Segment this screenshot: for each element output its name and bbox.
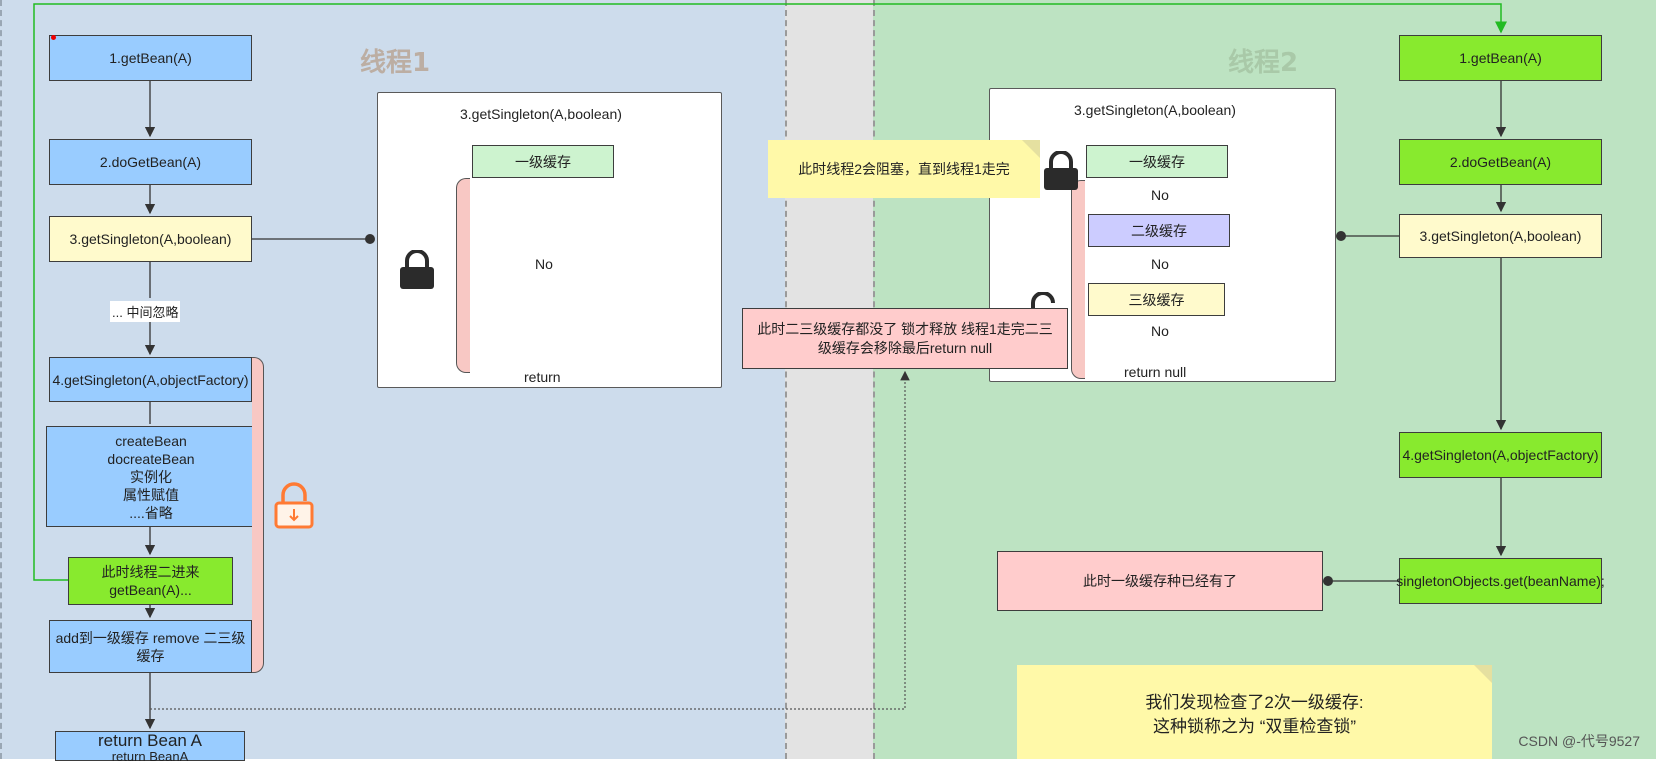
blocked-note-fold (1022, 140, 1040, 158)
create-bean-line: 实例化 (130, 468, 172, 485)
already-note: 此时一级缓存种已经有了 (997, 551, 1323, 611)
create-bean-line: 属性赋值 (123, 486, 179, 503)
summary-line-2: 这种锁称之为 “双重检查锁” (1152, 717, 1357, 736)
t1-get-singleton-factory-box[interactable]: 4.getSingleton(A,objectFactory) (49, 357, 252, 402)
lane-gap (785, 0, 873, 759)
panel2-level2-cache[interactable]: 二级缓存 (1088, 214, 1230, 247)
summary-line-1: 我们发现检查了2次一级缓存: (1145, 693, 1364, 712)
create-bean-line: createBean (115, 432, 187, 449)
t2-do-get-bean-box[interactable]: 2.doGetBean(A) (1399, 139, 1602, 185)
t1-add-cache-box[interactable]: add到一级缓存 remove 二三级缓存 (49, 620, 252, 673)
panel2-return-null-label: return null (1124, 364, 1187, 380)
release-note: 此时二三级缓存都没了 锁才释放 线程1走完二三级缓存会移除最后return nu… (742, 308, 1068, 369)
panel2-no3-label: No (1151, 323, 1169, 339)
thread2-title: 线程2 (1228, 48, 1299, 78)
t1-get-bean-box[interactable]: 1.getBean(A) (49, 35, 252, 81)
thread1-title: 线程1 (360, 48, 431, 78)
panel2-level3-cache[interactable]: 三级缓存 (1088, 283, 1225, 316)
t1-get-singleton-bool-box[interactable]: 3.getSingleton(A,boolean) (49, 216, 252, 262)
t1-lock-brace (252, 357, 264, 673)
panel2-no2-label: No (1151, 256, 1169, 272)
summary-note-fold (1474, 665, 1492, 683)
t1-do-get-bean-box[interactable]: 2.doGetBean(A) (49, 139, 252, 185)
panel2-level1-cache[interactable]: 一级缓存 (1086, 145, 1228, 178)
unlock-icon (274, 482, 314, 529)
panel1-level1-cache[interactable]: 一级缓存 (472, 145, 614, 178)
watermark: CSDN @-代号9527 (1518, 733, 1640, 749)
blocked-note: 此时线程2会阻塞，直到线程1走完 (768, 140, 1040, 198)
t2-get-singleton-bool-box[interactable]: 3.getSingleton(A,boolean) (1399, 214, 1602, 258)
panel1 (377, 92, 722, 388)
summary-note: 我们发现检查了2次一级缓存: 这种锁称之为 “双重检查锁” (1017, 665, 1492, 759)
return-bean-sub: return BeanA (111, 749, 189, 764)
t2-get-bean-box[interactable]: 1.getBean(A) (1399, 35, 1602, 81)
create-bean-line: docreateBean (107, 450, 195, 467)
t2-singleton-objects-box[interactable]: singletonObjects.get(beanName); (1396, 558, 1605, 604)
lock-icon (1044, 151, 1078, 190)
panel1-brace (456, 178, 470, 373)
t2-get-singleton-factory-box[interactable]: 4.getSingleton(A,objectFactory) (1399, 432, 1602, 478)
lane-divider-left (785, 0, 787, 759)
panel2-title: 3.getSingleton(A,boolean) (1074, 102, 1236, 118)
lane-divider-right (873, 0, 875, 759)
panel2-brace (1071, 180, 1085, 379)
t1-ignored-label: ... 中间忽略 (110, 301, 181, 322)
t1-create-bean-box[interactable]: createBean docreateBean 实例化 属性赋值 ....省略 (46, 426, 256, 527)
lock-icon (400, 250, 434, 289)
return-bean-title: return Bean A (98, 731, 202, 750)
t1-return-bean-box[interactable]: return Bean A return BeanA (55, 731, 245, 764)
panel2-no1-label: No (1151, 187, 1169, 203)
panel1-return-label: return (524, 369, 561, 385)
panel1-no-label: No (535, 256, 553, 272)
t1-thread2-enters-box[interactable]: 此时线程二进来 getBean(A)... (68, 557, 233, 605)
red-dot-marker (51, 35, 56, 40)
panel1-title: 3.getSingleton(A,boolean) (460, 106, 622, 122)
create-bean-line: ....省略 (129, 504, 173, 521)
